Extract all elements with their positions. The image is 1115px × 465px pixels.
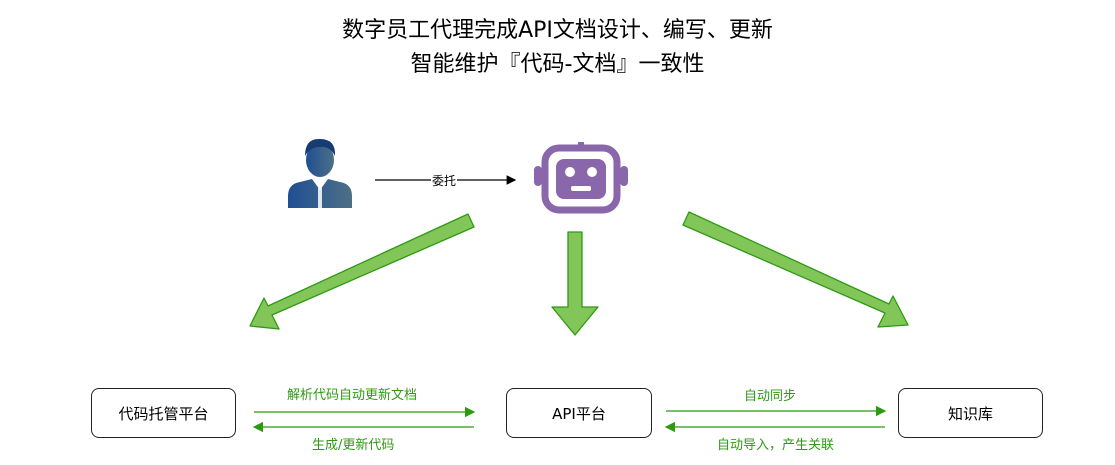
api-platform-label: API平台	[552, 404, 606, 423]
green-arrow-left	[249, 213, 475, 330]
knowledge-base-label: 知识库	[947, 404, 993, 423]
code-platform-label: 代码托管平台	[118, 404, 209, 423]
green-arrow-down	[551, 231, 599, 336]
robot-icon	[534, 142, 628, 214]
diagram-title-line2: 智能维护『代码-文档』一致性	[410, 52, 705, 77]
green-arrow-right	[682, 211, 909, 328]
diagram-title-line1: 数字员工代理完成API文档设计、编写、更新	[342, 18, 773, 43]
code-platform-node: 代码托管平台	[91, 388, 236, 438]
user-icon	[288, 138, 352, 208]
parse-edge-label: 解析代码自动更新文档	[287, 388, 418, 403]
delegate-label: 委托	[431, 172, 458, 189]
generate-edge-label: 生成/更新代码	[312, 438, 395, 453]
knowledge-base-node: 知识库	[898, 388, 1043, 438]
import-edge-label: 自动导入，产生关联	[717, 438, 835, 453]
sync-edge-label: 自动同步	[744, 389, 797, 404]
api-platform-node: API平台	[506, 388, 652, 438]
